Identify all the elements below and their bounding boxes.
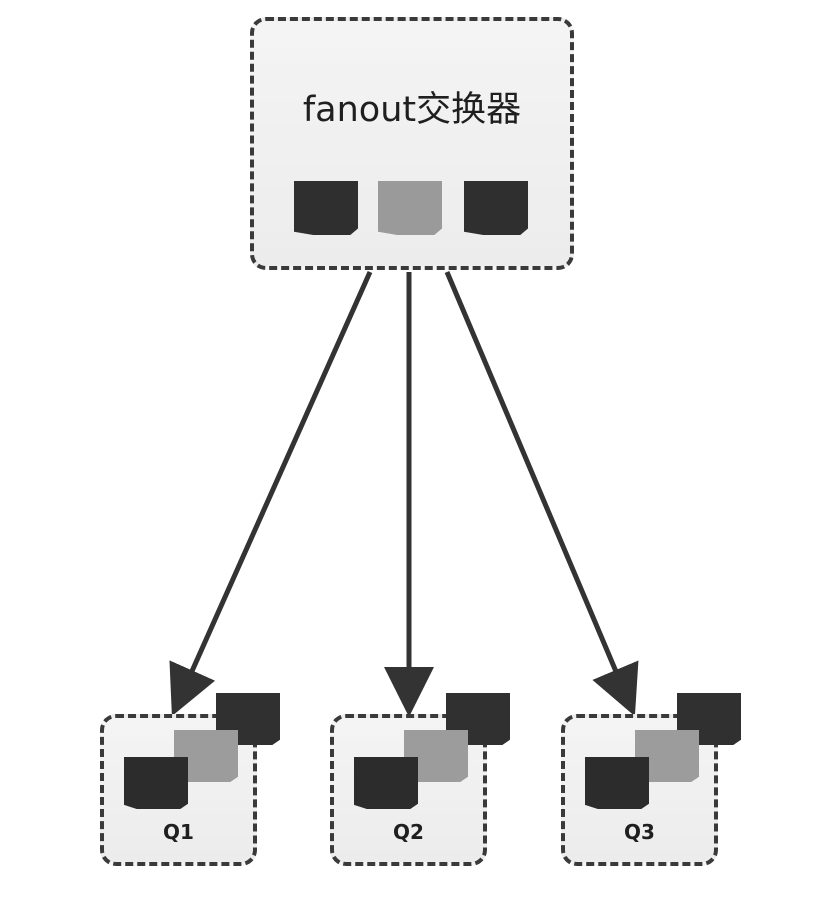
queue-q3: Q3 xyxy=(561,693,741,866)
arrow-to-q3 xyxy=(444,271,639,717)
queue-label: Q3 xyxy=(624,820,655,844)
fanout-exchange-box: fanout交换器 xyxy=(250,17,574,270)
queue-q1: Q1 xyxy=(100,693,280,866)
queue-message-front xyxy=(124,757,188,809)
exchange-title: fanout交换器 xyxy=(302,90,522,130)
queue-q2: Q2 xyxy=(330,693,510,866)
queue-message-front xyxy=(585,757,649,809)
exchange-message-2 xyxy=(378,181,442,235)
queue-message-front xyxy=(354,757,418,809)
queue-label: Q2 xyxy=(393,820,424,844)
arrow-to-q1 xyxy=(169,270,373,717)
queue-label: Q1 xyxy=(163,820,194,844)
exchange-message-3 xyxy=(464,181,528,235)
exchange-message-1 xyxy=(294,181,358,235)
